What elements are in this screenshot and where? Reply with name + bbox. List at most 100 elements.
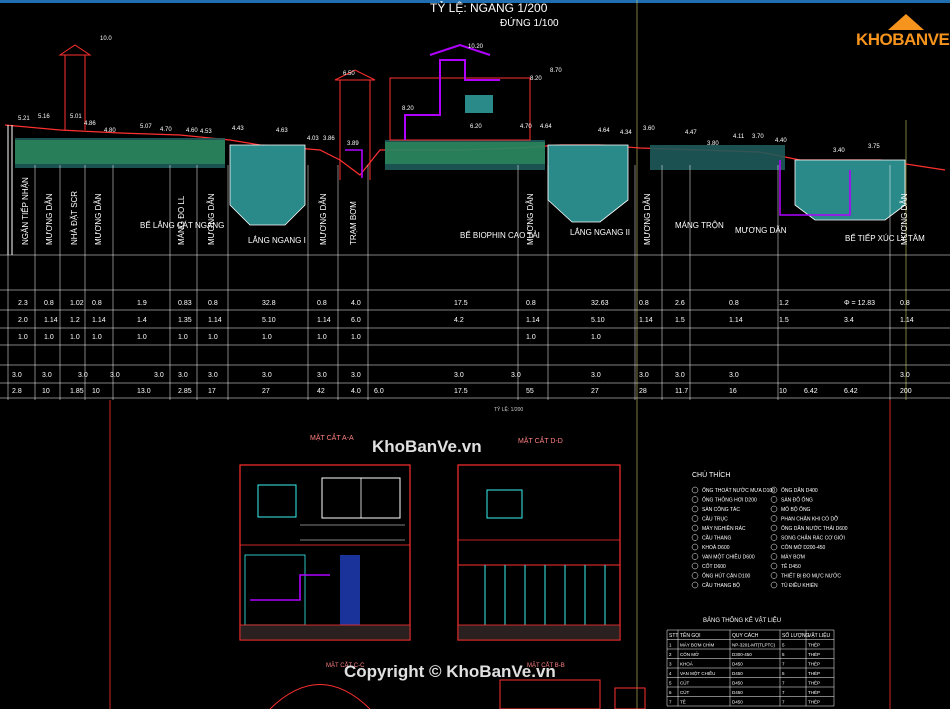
row5-value: 17 [208,388,216,395]
table-cell: THÉP [808,670,820,676]
row2-value: 1.14 [317,317,331,324]
legend-item: ỐNG HÚT CẶN D100 [702,573,750,580]
legend-bullet-icon [691,581,699,589]
row2-value: 1.2 [70,317,80,324]
row5-value: 200 [900,388,912,395]
elevation-label: 4.64 [540,124,552,130]
table-cell: D300-450 [732,652,752,657]
row1-value: 0.8 [208,300,218,307]
section-a-a-title: MẶT CẮT A-A [310,433,354,442]
row2-value: 1.4 [137,317,147,324]
legend-item: ỐNG DẪN D400 [781,487,818,494]
peak-elevation-label: 8.20 [402,106,414,112]
table-cell: 7 [782,690,785,695]
table-cell: THÉP [808,689,820,695]
unit-label: MƯƠNG DẪN [735,226,787,235]
row4-value: 3.0 [900,372,910,379]
row5-value: 10 [92,388,100,395]
drawing-top-border [0,0,950,3]
elevation-label: 4.63 [276,128,288,134]
row2-value: 5.10 [262,317,276,324]
row4-value: 3.0 [351,372,361,379]
legend-bullet-icon [691,543,699,551]
section-d-d-title: MẶT CẮT D-D [518,436,563,445]
scale-title-line2: ĐỨNG 1/100 [500,16,559,29]
row1-value: 2.3 [18,300,28,307]
profile-section [4,43,946,255]
legend-bullet-icon [691,524,699,532]
profile-table-lines [0,254,950,399]
row5-value: 55 [526,388,534,395]
row3-value: 1.0 [317,334,327,341]
legend-bullet-icon [770,562,778,570]
table-cell: 7 [782,681,785,686]
table-cell: 5 [782,652,785,657]
row2-value: 1.5 [675,317,685,324]
table-cell: D450 [732,700,743,705]
row1-value: 0.83 [178,300,192,307]
row1-value: 32.63 [591,300,609,307]
table-cell: THÉP [808,680,820,686]
elevation-label: 4.53 [200,129,212,135]
legend-bullet-icon [691,562,699,570]
unit-label: MƯƠNG DẪN [643,193,652,245]
row1-value: 0.8 [729,300,739,307]
legend-bullet-icon [691,515,699,522]
row2-value: 3.4 [844,317,854,324]
legend-bullet-icon [770,543,778,551]
row5-value: 16 [729,388,737,395]
row1-value: 0.8 [44,300,54,307]
legend-item: SONG CHẮN RÁC CƠ GIỚI [781,534,845,542]
row5-value: 13.0 [137,388,151,395]
row4-value: 3.0 [591,372,601,379]
table-cell: 1 [669,643,672,648]
unit-label: NGĂN TIẾP NHẬN [20,177,30,245]
row3-value: 1.0 [178,334,188,341]
section-b-b-title: MẶT CẮT B-B [527,661,565,669]
row5-value: 27 [591,388,599,395]
row5-value: 1.85 [70,388,84,395]
unit-label: MƯƠNG DẪN [900,193,909,245]
unit-label: MƯƠNG DẪN [207,193,216,245]
row2-value: 1.14 [92,317,106,324]
legend-item: ỐNG THOÁT NƯỚC MƯA D100 [702,487,775,494]
section-a-a-drawing [239,464,411,641]
table-cell: THÉP [808,651,820,657]
row4-value: 3.0 [639,372,649,379]
table-cell: CÚT [680,689,689,695]
row1-value: 4.0 [351,300,361,307]
row1-value: 0.8 [639,300,649,307]
row4-value: 3.0 [154,372,164,379]
elevation-label: 4.86 [84,121,96,127]
legend-bullet-icon [691,486,699,494]
legend-item: MÁY NGHIỀN RÁC [702,525,746,532]
peak-elevation-label: 6.20 [470,124,482,130]
row1-value: Φ = 12.83 [844,300,875,307]
table-cell: D450 [732,681,743,686]
legend-item: MÁY BƠM [781,554,805,561]
elevation-label: 4.47 [685,130,697,136]
table-cell: 4 [669,671,672,676]
elevation-label: 3.80 [707,141,719,147]
legend-title: CHÚ THÍCH [692,470,730,479]
legend-bullet-icon [770,534,778,541]
row5-value: 42 [317,388,325,395]
table-header: SỐ LƯỢNG [782,632,810,639]
table-cell: KHOÁ [680,661,693,667]
table-cell: TÊ [680,698,686,705]
watermark-bottom: Copyright © KhoBanVe.vn [344,662,556,681]
row5-value: 10 [42,388,50,395]
elevation-label: 4.03 [307,136,319,142]
legend-item: SÀN CÔNG TÁC [702,506,740,513]
legend-bullet-icon [770,515,778,522]
peak-elevation-label: 8.20 [530,76,542,82]
peak-elevation-label: 8.70 [550,68,562,74]
row2-value: 5.10 [591,317,605,324]
row4-value: 3.0 [42,372,52,379]
elevation-label: 4.70 [520,124,532,130]
unit-label: MƯƠNG DẪN [94,193,103,245]
unit-label: MƯƠNG DẪN [319,193,328,245]
unit-label: MÁNG ĐO LL [177,195,186,245]
